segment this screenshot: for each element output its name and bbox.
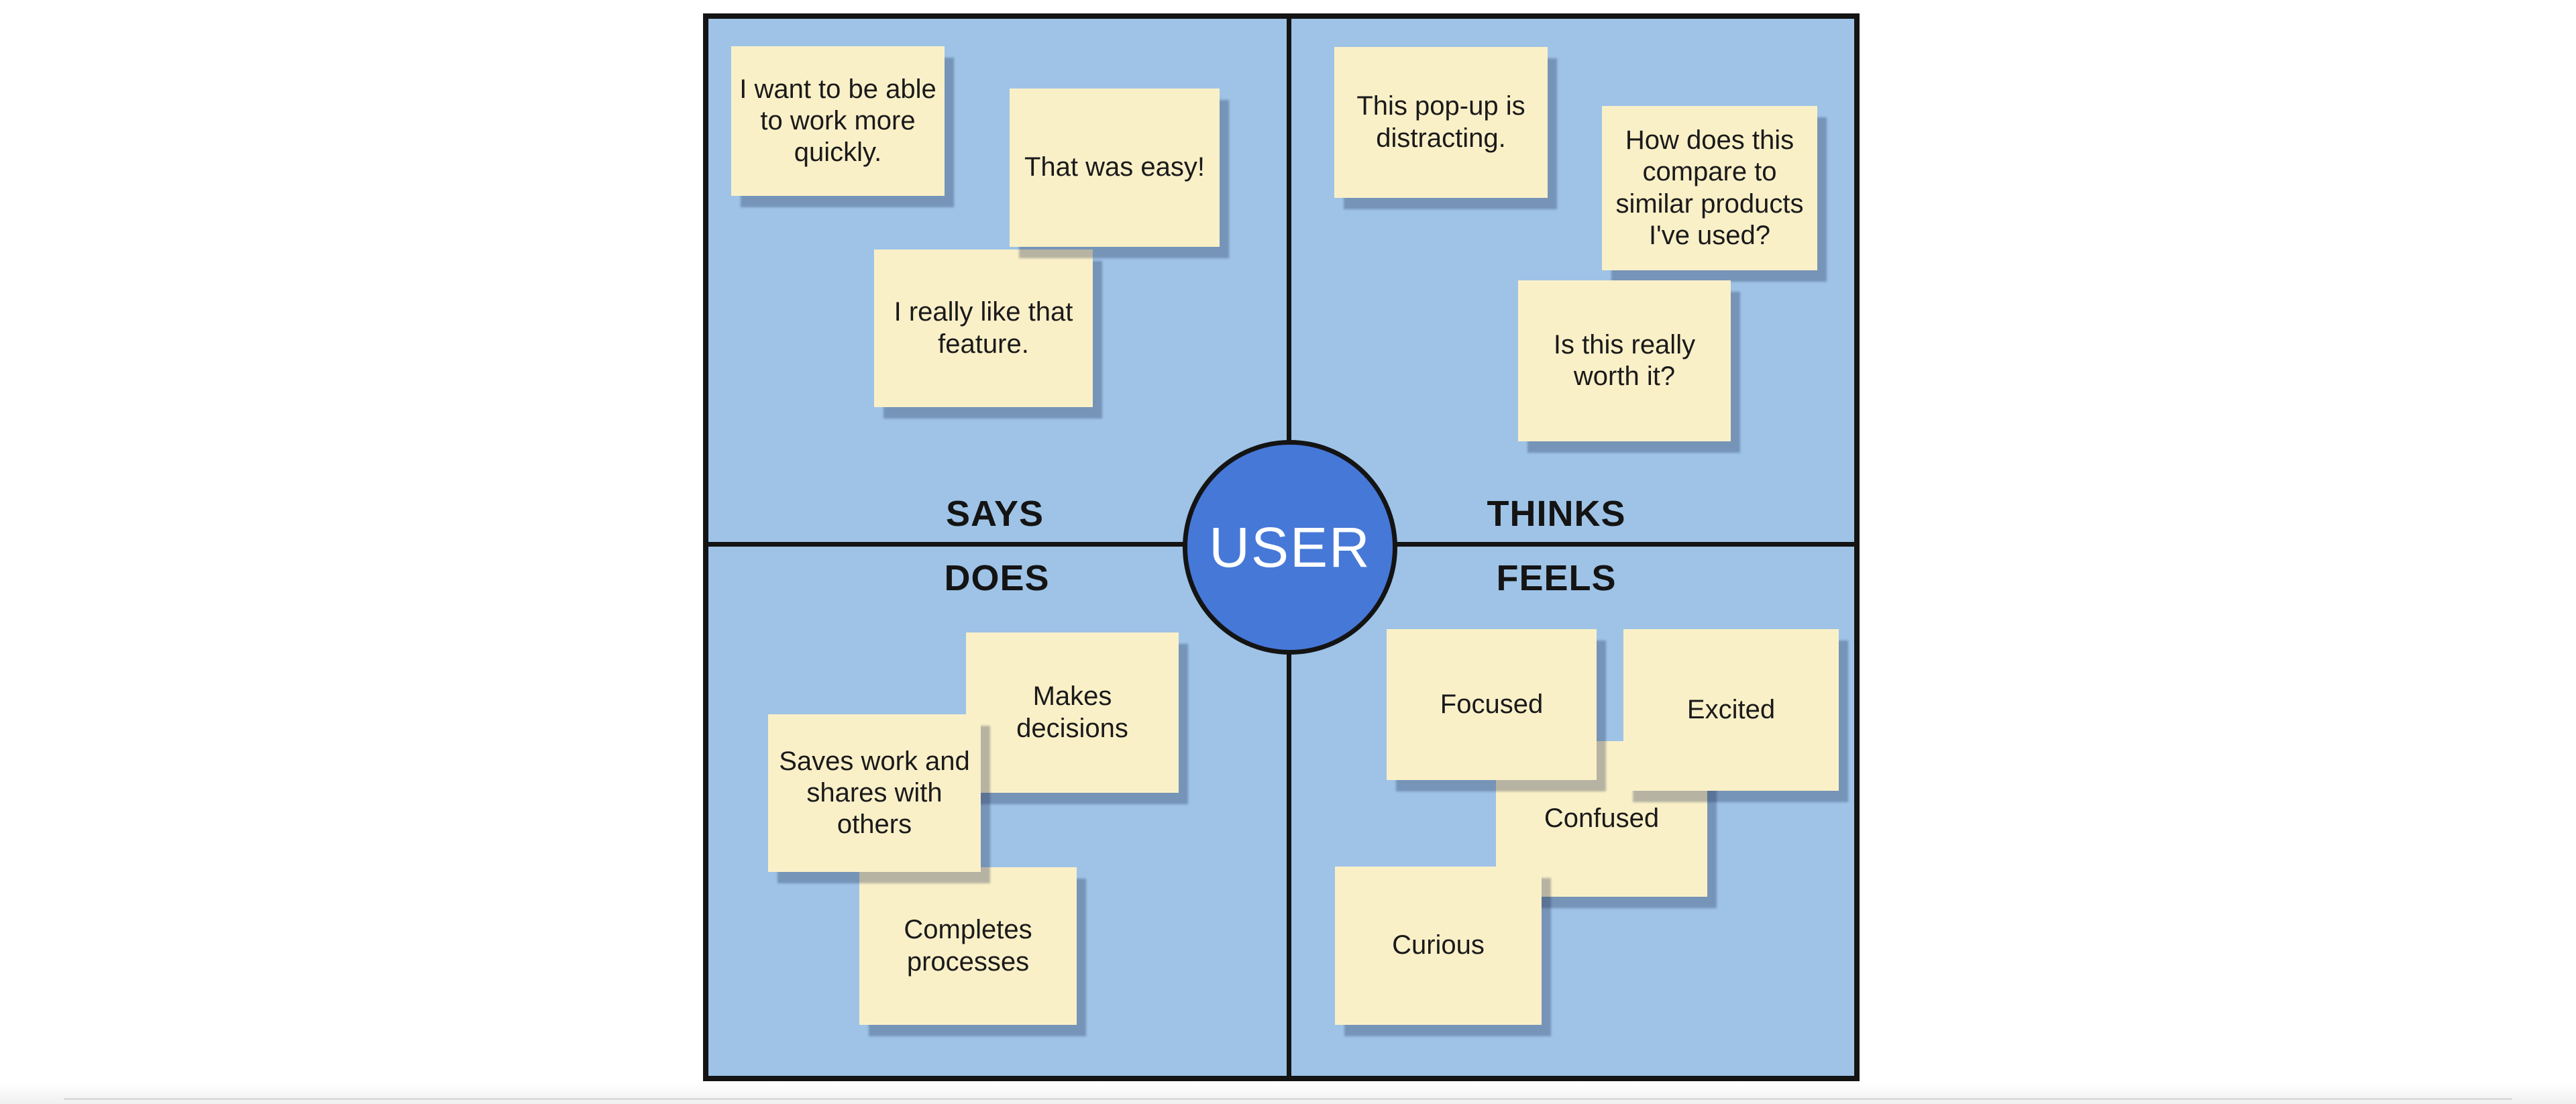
user-circle: USER <box>1183 440 1397 655</box>
sticky-note-feels-curious[interactable]: Curious <box>1335 867 1542 1025</box>
bottom-edge-fade <box>0 1083 2576 1104</box>
sticky-note-does-saves-work[interactable]: Saves work and shares with others <box>768 714 981 872</box>
sticky-note-feels-excited[interactable]: Excited <box>1623 629 1839 791</box>
quadrant-label-does: DOES <box>944 558 1050 598</box>
sticky-note-feels-focused[interactable]: Focused <box>1387 629 1597 780</box>
bottom-edge-line <box>64 1098 2512 1100</box>
sticky-note-thinks-worth-it[interactable]: Is this really worth it? <box>1518 280 1731 441</box>
sticky-note-thinks-compare-products[interactable]: How does this compare to similar product… <box>1602 106 1817 270</box>
sticky-note-does-completes-processes[interactable]: Completes processes <box>859 867 1077 1025</box>
sticky-note-says-that-was-easy[interactable]: That was easy! <box>1010 89 1220 247</box>
quadrant-label-feels: FEELS <box>1496 558 1617 598</box>
user-circle-label: USER <box>1209 515 1371 579</box>
quadrant-label-says: SAYS <box>945 494 1044 534</box>
sticky-note-does-makes-decisions[interactable]: Makes decisions <box>966 632 1179 793</box>
sticky-note-says-want-to-work-quickly[interactable]: I want to be able to work more quickly. <box>731 46 945 196</box>
sticky-note-thinks-popup-distracting[interactable]: This pop-up is distracting. <box>1334 47 1548 198</box>
sticky-note-says-really-like-feature[interactable]: I really like that feature. <box>874 250 1093 407</box>
quadrant-label-thinks: THINKS <box>1487 494 1626 534</box>
